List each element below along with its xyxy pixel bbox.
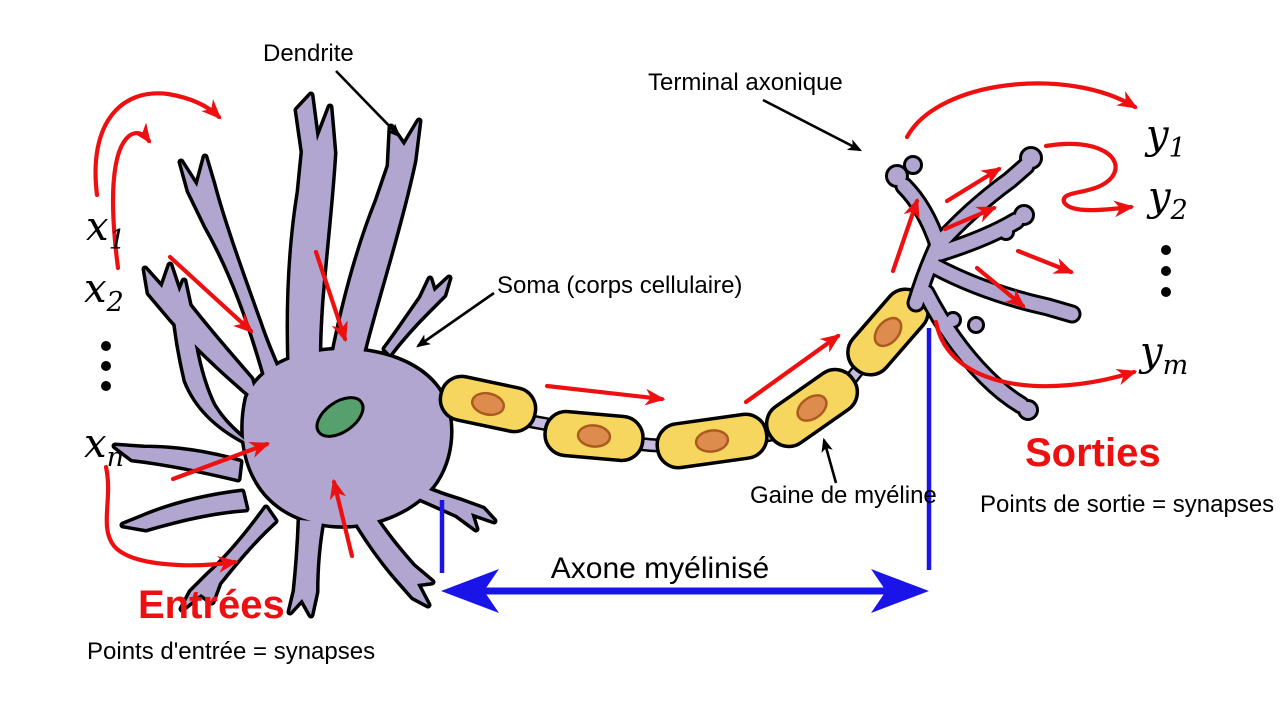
output-var-ym: ym — [1138, 329, 1188, 381]
signal-arrows — [93, 81, 1138, 573]
input-var-x1-sub: 1 — [109, 225, 126, 256]
terminal-signal-arrow — [944, 166, 1002, 204]
inputs-ellipsis-dots — [101, 341, 111, 391]
terminal-leader-arrow — [762, 98, 863, 152]
output-arrow-y1 — [904, 81, 1138, 140]
myelin-segment — [846, 287, 930, 377]
dendrite-signal-arrow — [167, 254, 254, 334]
output-var-y1-sub: 1 — [1169, 133, 1186, 164]
measure-arrowhead-left — [441, 569, 499, 613]
input-var-x2-base: x — [84, 266, 107, 312]
soma-label: Soma (corps cellulaire) — [497, 272, 742, 299]
output-arrow-y2 — [1043, 141, 1135, 218]
input-var-xn-sub: n — [107, 442, 124, 473]
input-arrow-xn — [103, 464, 239, 573]
input-arrow-x1 — [93, 91, 222, 198]
label-leaders — [335, 70, 863, 484]
outputs-caption: Points de sortie = synapses — [980, 491, 1274, 518]
myelin-segment — [438, 374, 538, 434]
output-var-y2: y2 — [1146, 174, 1188, 226]
input-var-x1-base: x — [86, 204, 109, 250]
inputs-caption: Points d'entrée = synapses — [87, 638, 375, 665]
output-arrow-ym — [933, 319, 1138, 389]
inputs-heading: Entrées — [138, 583, 285, 627]
dendrite-leader-arrow — [335, 70, 401, 138]
myelin-label: Gaine de myéline — [750, 482, 937, 509]
output-var-y1: y1 — [1144, 112, 1186, 164]
axon-measure — [439, 328, 932, 613]
input-var-x2-sub: 2 — [106, 287, 124, 318]
input-var-xn-base: x — [84, 421, 107, 467]
outputs-heading: Sorties — [1025, 431, 1161, 475]
terminal-signal-arrow — [974, 265, 1026, 309]
outputs-ellipsis-dots — [1161, 245, 1171, 297]
myelin-segment — [543, 409, 645, 463]
myelin-segment — [655, 412, 769, 470]
dendrite-signal-arrow — [170, 441, 271, 482]
input-var-x1: x1 — [86, 204, 126, 256]
soma-leader-arrow — [416, 291, 495, 348]
myelin-segment — [764, 367, 860, 449]
output-var-y1-base: y — [1144, 112, 1170, 158]
input-var-xn: xn — [84, 421, 124, 473]
input-arrow-x2 — [110, 122, 152, 271]
axon-label: Axone myélinisé — [551, 552, 769, 585]
soma-nucleus — [315, 396, 365, 438]
axon-signal-arrow — [544, 383, 666, 406]
terminal-label: Terminal axonique — [648, 69, 843, 96]
dendrite-signal-arrow — [313, 249, 348, 343]
output-var-ym-sub: m — [1163, 350, 1189, 381]
myelin-sheath — [438, 287, 930, 470]
axon-signal-arrow — [743, 333, 841, 405]
dendrite-label: Dendrite — [263, 40, 354, 67]
output-var-y2-base: y — [1146, 174, 1172, 220]
myelin-leader-arrow — [821, 437, 838, 484]
terminal-signal-arrow — [890, 197, 920, 274]
terminal-signal-arrow — [942, 205, 998, 232]
output-var-y2-sub: 2 — [1170, 195, 1188, 226]
dendrite-signal-arrow — [329, 478, 355, 559]
measure-arrowhead-right — [871, 569, 929, 613]
output-var-ym-base: y — [1138, 329, 1164, 375]
input-var-x2: x2 — [84, 266, 124, 318]
terminal-signal-arrow — [1015, 248, 1075, 275]
